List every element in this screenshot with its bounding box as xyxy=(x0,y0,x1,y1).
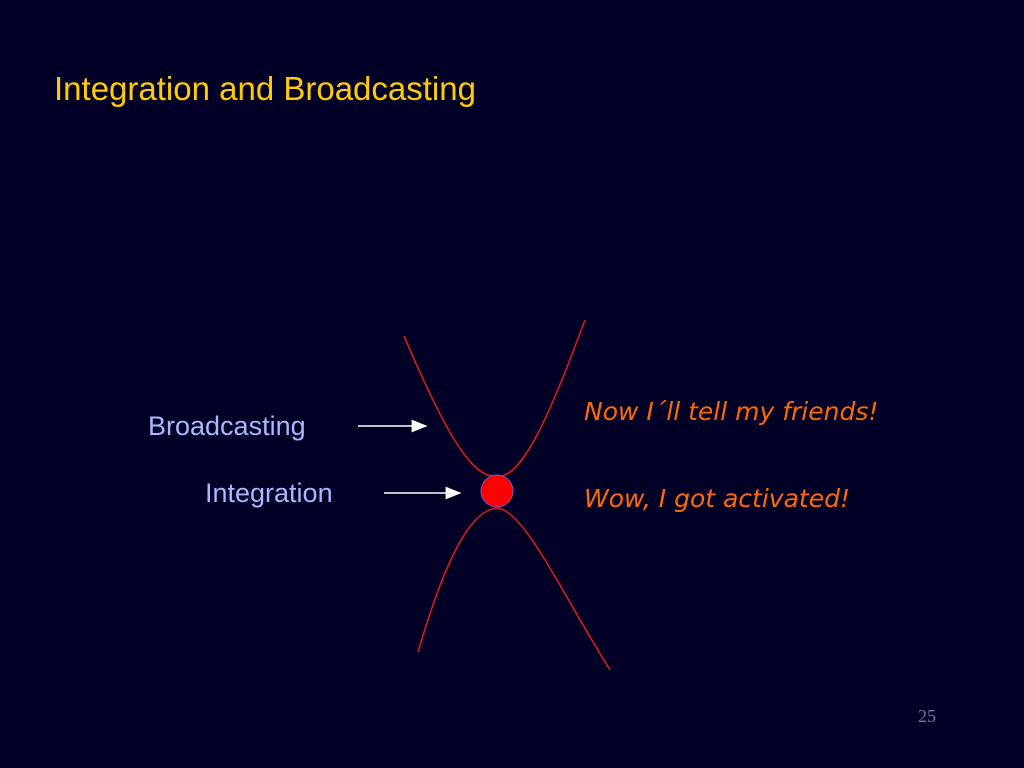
activation-node xyxy=(480,474,514,508)
integration-note: Wow, I got activated! xyxy=(584,484,850,513)
slide-title: Integration and Broadcasting xyxy=(54,70,476,107)
broadcasting-label: Broadcasting xyxy=(148,411,306,441)
broadcast-curve xyxy=(403,319,586,477)
integration-curve xyxy=(417,507,611,671)
integration-label: Integration xyxy=(205,478,333,508)
broadcast-note: Now I´ll tell my friends! xyxy=(584,397,879,426)
page-number: 25 xyxy=(918,706,936,726)
